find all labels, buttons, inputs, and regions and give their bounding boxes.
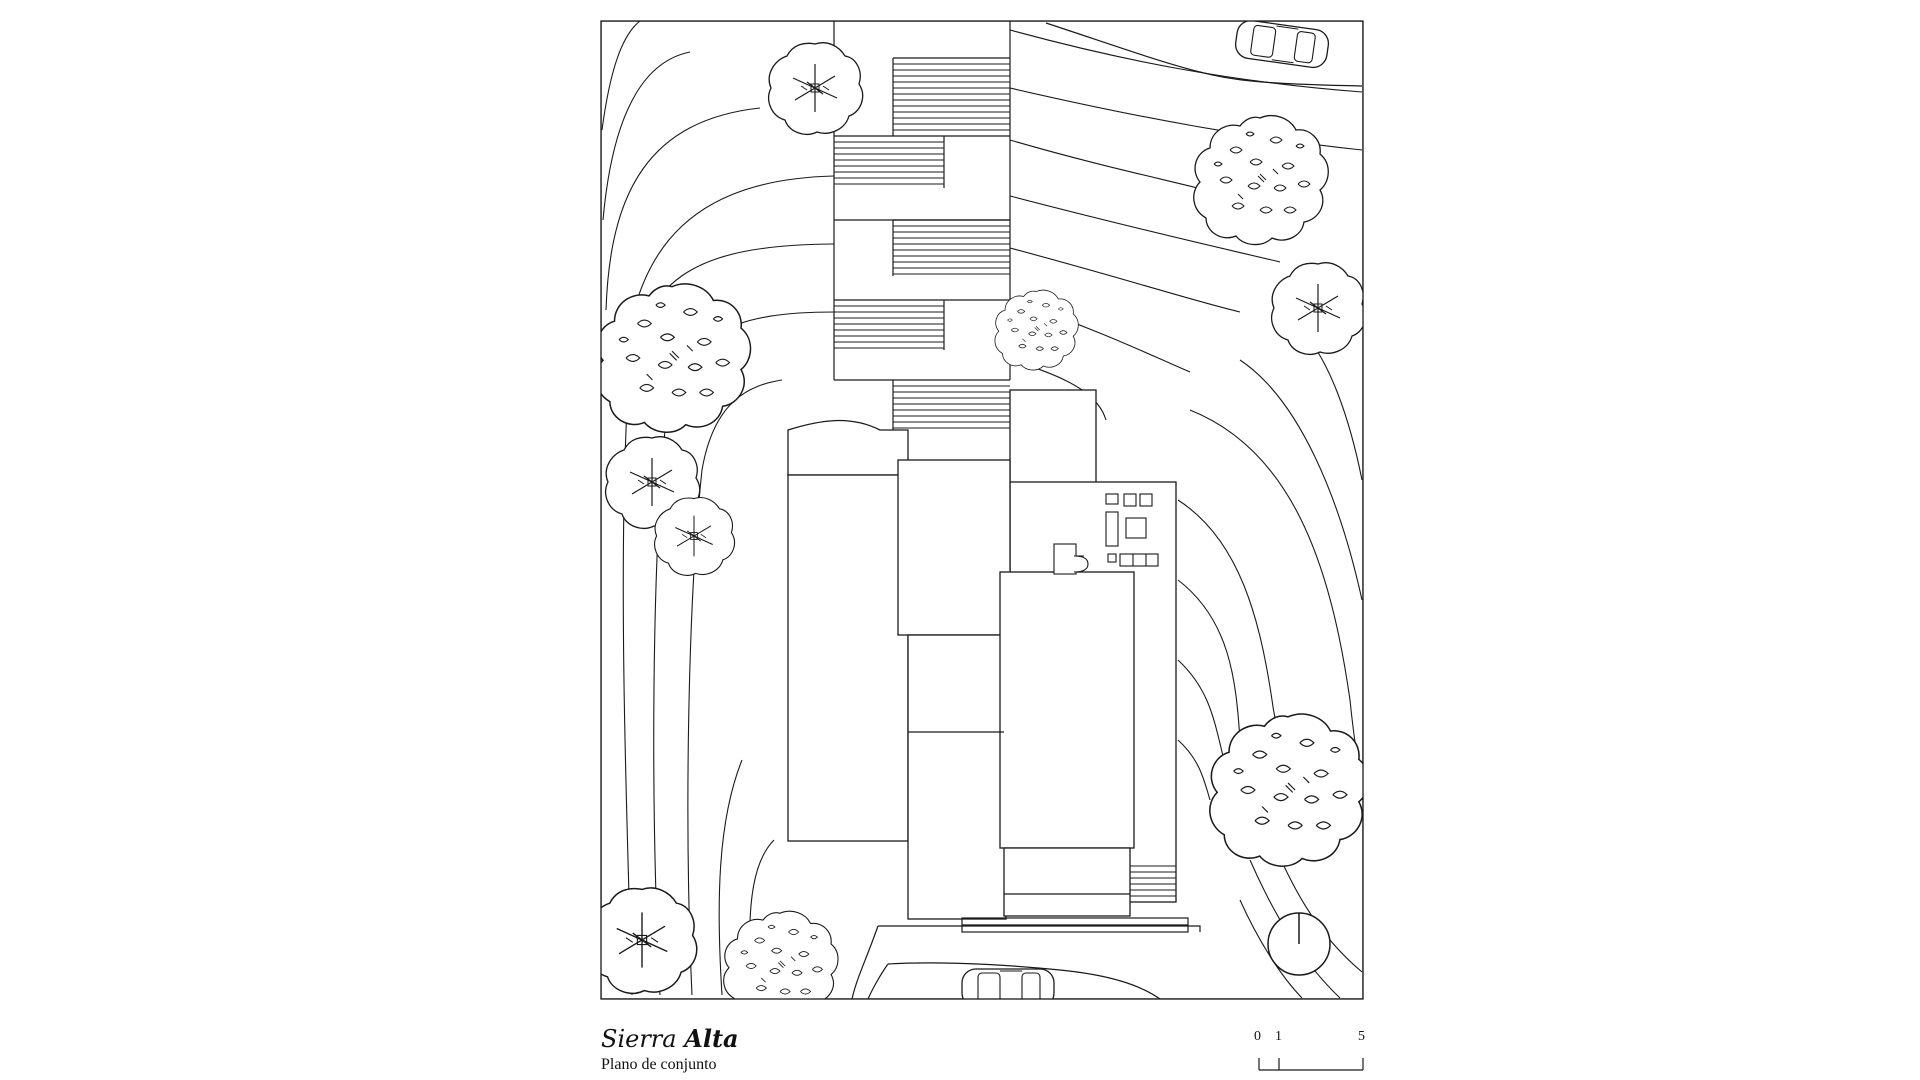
grill-island	[1053, 543, 1077, 575]
roof-volume-north	[897, 459, 1011, 636]
scale-label-1: 1	[1275, 1029, 1282, 1044]
access-road-south	[851, 925, 1201, 1000]
roof-volume-east	[999, 571, 1135, 849]
scale-label-0: 0	[1254, 1029, 1261, 1044]
drawing-subtitle: Plano de conjunto	[601, 1056, 717, 1073]
project-title-regular: Sierra	[601, 1025, 677, 1053]
street-edge-north	[1045, 22, 1363, 87]
scale-bar	[1258, 1058, 1364, 1071]
roof-volume-west	[787, 474, 909, 842]
drawing-caption: Sierra Alta Plano de conjunto	[601, 1025, 739, 1075]
house-roof-volumes	[787, 389, 1177, 920]
north-arrow-icon	[1267, 912, 1331, 976]
entry-steps-south	[961, 917, 1189, 933]
east-patio-stair	[1130, 865, 1176, 903]
entrance-canopy	[1003, 847, 1131, 917]
scale-label-5: 5	[1358, 1029, 1365, 1044]
roof-volume-central	[907, 634, 1007, 920]
project-title: Sierra Alta	[601, 1024, 739, 1054]
project-title-bold: Alta	[684, 1024, 739, 1053]
terrace-stair-treads	[834, 63, 1010, 429]
terrace-furniture	[1053, 493, 1159, 575]
